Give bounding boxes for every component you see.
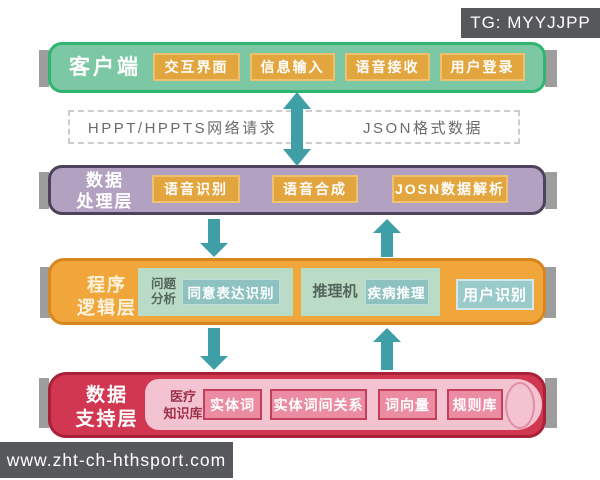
intent-recognition-chip: 同意表达识别 <box>182 279 280 305</box>
logic-layer-left-tab <box>40 267 50 318</box>
inference-engine-label: 推理机 <box>312 283 358 300</box>
client-button-info-input: 信息输入 <box>250 53 335 81</box>
client-layer-label: 客户端 <box>69 56 141 79</box>
site-watermark-text: www.zht-ch-hthsport.com <box>6 449 227 470</box>
support-layer-right-tab <box>545 378 557 428</box>
medical-knowledge-db: 医疗 知识库 实体词 实体词间关系 词向量 规则库 <box>145 379 542 430</box>
processing-button-json-parse: JOSN数据解析 <box>392 175 508 203</box>
word-vector-item: 词向量 <box>378 389 437 420</box>
processing-button-speech-synthesis: 语音合成 <box>272 175 358 203</box>
site-watermark-badge: www.zht-ch-hthsport.com <box>0 442 233 478</box>
arrow-up-icon <box>373 328 401 370</box>
client-layer-right-tab <box>545 50 557 87</box>
entity-relation-item: 实体词间关系 <box>270 389 367 420</box>
tg-watermark-badge: TG: MYYJJPP <box>461 8 600 38</box>
arrow-up-icon <box>373 219 401 257</box>
rule-base-item: 规则库 <box>447 389 503 420</box>
processing-layer-right-tab <box>545 172 557 209</box>
arrow-down-icon <box>200 219 228 257</box>
client-button-voice-receive: 语音接收 <box>345 53 430 81</box>
question-analysis-label: 问题 分析 <box>150 277 176 306</box>
tg-watermark-text: TG: MYYJJPP <box>470 13 591 32</box>
user-recognition-chip: 用户识别 <box>456 279 534 310</box>
client-button-user-login: 用户登录 <box>440 53 525 81</box>
medical-kb-label: 医疗 知识库 <box>163 389 203 421</box>
support-layer-label: 数据 支持层 <box>75 385 139 430</box>
processing-layer-left-tab <box>39 172 49 209</box>
support-layer: 数据 支持层 医疗 知识库 实体词 实体词间关系 词向量 规则库 <box>48 372 546 438</box>
arrow-double-vertical-icon <box>283 92 311 166</box>
logic-layer: 程序 逻辑层 问题 分析 同意表达识别 推理机 疾病推理 用户识别 <box>48 258 546 325</box>
logic-layer-right-tab <box>544 267 556 318</box>
client-layer: 客户端 交互界面 信息输入 语音接收 用户登录 <box>48 42 546 93</box>
support-layer-left-tab <box>39 378 49 428</box>
arrow-down-icon <box>200 328 228 370</box>
logic-layer-label: 程序 逻辑层 <box>77 275 137 318</box>
processing-layer: 数据 处理层 语音识别 语音合成 JOSN数据解析 <box>48 165 546 215</box>
client-button-interaction-ui: 交互界面 <box>153 53 240 81</box>
entity-word-item: 实体词 <box>203 389 262 420</box>
network-request-label: HPPT/HPPTS网络请求 <box>87 119 278 137</box>
cylinder-end-arc <box>505 382 535 429</box>
processing-button-speech-recognition: 语音识别 <box>152 175 240 203</box>
network-data-label: JSON格式数据 <box>362 119 483 137</box>
disease-inference-chip: 疾病推理 <box>364 279 429 305</box>
client-layer-left-tab <box>39 50 49 87</box>
question-analysis-panel: 问题 分析 同意表达识别 <box>138 268 293 316</box>
processing-layer-label: 数据 处理层 <box>76 171 134 212</box>
inference-engine-panel: 推理机 疾病推理 <box>301 268 440 316</box>
